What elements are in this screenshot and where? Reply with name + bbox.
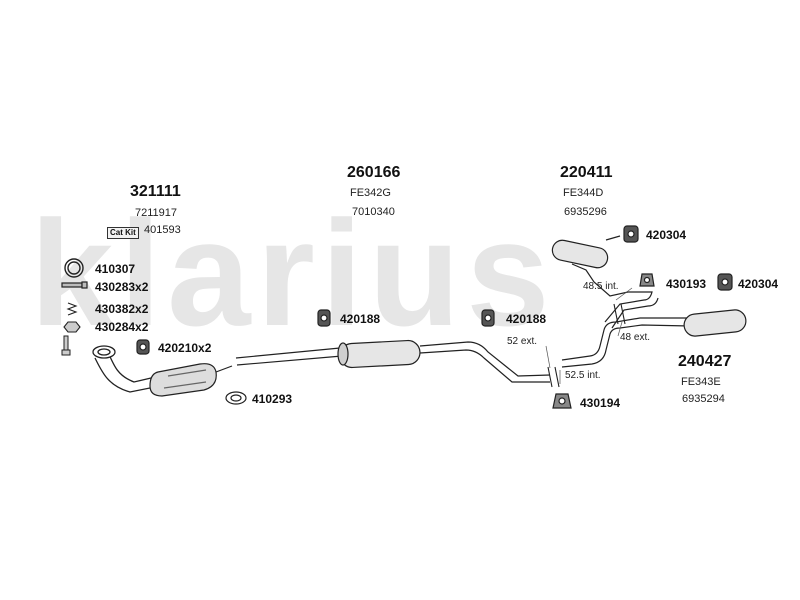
assembly-ref: 7010340	[352, 206, 395, 218]
brand-watermark: klarius	[30, 189, 556, 357]
rubber-mount-icon[interactable]	[623, 225, 639, 243]
small-stud-icon	[61, 335, 71, 356]
rubber-mount-icon[interactable]	[717, 273, 733, 291]
rubber-mount-icon[interactable]	[317, 309, 331, 327]
bracket-icon[interactable]	[639, 273, 655, 287]
assembly-ref: 7211917	[135, 207, 178, 219]
part-label: 420210x2	[158, 341, 212, 355]
centre-silencer[interactable]	[337, 339, 421, 369]
dimension-label: 52 ext.	[507, 336, 538, 347]
ring-clamp-icon[interactable]	[64, 258, 84, 278]
part-label: 430283x2	[95, 280, 149, 294]
front-pipe[interactable]	[92, 345, 171, 393]
assembly-ref: 6935296	[564, 206, 607, 218]
part-label: 420188	[506, 312, 547, 326]
catalytic-converter[interactable]	[149, 363, 233, 397]
connecting-pipe[interactable]	[419, 341, 551, 383]
rubber-mount-icon[interactable]	[481, 309, 495, 327]
assembly-number: 240427	[678, 353, 732, 370]
assembly-ref: 6935294	[682, 393, 725, 405]
part-label: 420304	[646, 228, 687, 242]
joint-markers	[547, 303, 626, 388]
bolt-icon[interactable]	[61, 281, 88, 289]
part-label: 430194	[580, 396, 621, 410]
dimension-label: 52.5 int.	[565, 370, 601, 381]
rubber-mount-icon[interactable]	[136, 339, 150, 355]
spring-icon[interactable]	[66, 302, 78, 316]
part-label: 410307	[95, 262, 136, 276]
dimension-leaders	[545, 287, 633, 384]
assembly-code: FE343E	[681, 376, 721, 388]
part-label: 420188	[340, 312, 381, 326]
dimension-label: 48.5 int.	[583, 281, 619, 292]
middle-pipe[interactable]	[235, 347, 343, 366]
part-label: 430382x2	[95, 302, 149, 316]
assembly-code: FE344D	[563, 187, 604, 199]
assembly-number: 220411	[560, 164, 613, 181]
assembly-number: 260166	[347, 164, 401, 181]
bracket-icon[interactable]	[552, 393, 572, 409]
part-label: 430193	[666, 277, 707, 291]
part-label: 420304	[738, 277, 779, 291]
nut-icon[interactable]	[63, 321, 81, 333]
part-label: 430284x2	[95, 320, 149, 334]
part-label: 410293	[252, 392, 293, 406]
rear-silencer-upper[interactable]	[551, 235, 621, 270]
cat-kit-part: 401593	[144, 224, 181, 236]
gasket-icon[interactable]	[225, 391, 247, 405]
rear-silencer-lower[interactable]	[683, 309, 747, 337]
cat-kit-badge: Cat Kit	[107, 227, 139, 239]
rear-pipe[interactable]	[561, 263, 691, 368]
assembly-code: FE342G	[350, 187, 391, 199]
assembly-number: 321111	[130, 183, 181, 200]
dimension-label: 48 ext.	[620, 332, 651, 343]
